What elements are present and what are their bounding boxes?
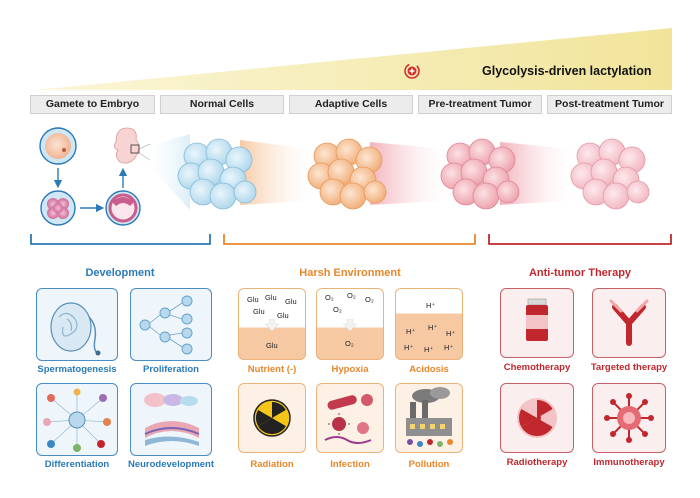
card-neurodevelopment	[130, 383, 212, 456]
card-proliferation	[130, 288, 212, 361]
immune-cell-icon	[604, 393, 654, 443]
stage-normal-cells: Normal Cells	[160, 95, 284, 114]
card-acidosis: H⁺ H⁺ H⁺ H⁺ H⁺ H⁺ H⁺	[395, 288, 463, 360]
proton: H⁺	[424, 345, 434, 354]
stem-cell-differentiation-icon	[43, 388, 111, 452]
embryo-development-illustration	[39, 127, 151, 226]
glu-molecule: Glu	[265, 293, 277, 302]
cell-division-icon	[139, 295, 193, 355]
stage-post-treatment-tumor: Post-treatment Tumor	[547, 95, 672, 114]
down-arrow-icon	[265, 319, 279, 331]
section-title-anti-tumor-therapy: Anti-tumor Therapy	[528, 267, 632, 279]
oxygen-molecule: O₂	[325, 293, 334, 302]
proton: H⁺	[404, 343, 414, 352]
label-nutrient: Nutrient (-)	[247, 364, 297, 375]
beam-pre-treatment	[370, 142, 455, 205]
antibody-icon	[609, 299, 649, 346]
label-differentiation: Differentiation	[44, 459, 110, 470]
card-differentiation	[36, 383, 118, 456]
radiotherapy-icon	[517, 398, 557, 438]
factory-icon	[406, 387, 453, 447]
bracket-harsh-environment	[223, 234, 476, 245]
card-radiotherapy	[500, 383, 574, 453]
cycle-plus-icon	[404, 63, 420, 79]
bracket-development	[30, 234, 211, 245]
down-arrow-icon	[343, 319, 357, 331]
proton: H⁺	[428, 323, 438, 332]
glu-molecule: Glu	[253, 307, 265, 316]
oxygen-molecule: O₂	[345, 339, 354, 348]
oxygen-molecule: O₂	[347, 291, 356, 300]
radiation-icon	[253, 399, 291, 437]
label-hypoxia: Hypoxia	[331, 364, 369, 375]
card-targeted-therapy	[592, 288, 666, 358]
stage-gamete-to-embryo: Gamete to Embryo	[30, 95, 155, 114]
label-spermatogenesis: Spermatogenesis	[37, 364, 117, 375]
proton: H⁺	[426, 301, 436, 310]
beam-normal	[140, 134, 190, 210]
oxygen-molecule: O₂	[365, 295, 374, 304]
proton: H⁺	[406, 327, 416, 336]
glycolysis-wedge	[35, 28, 672, 90]
cell-clusters	[140, 134, 650, 210]
morula	[40, 190, 76, 226]
card-spermatogenesis	[36, 288, 118, 361]
drug-vial-icon	[526, 298, 548, 341]
beam-adaptive	[240, 140, 320, 205]
card-nutrient: Glu Glu Glu Glu Glu Glu	[238, 288, 306, 360]
pathogen-icon	[324, 394, 373, 444]
card-chemotherapy	[500, 288, 574, 358]
neural-tube-icon	[144, 393, 200, 446]
oocyte	[39, 127, 77, 165]
label-neurodevelopment: Neurodevelopment	[127, 459, 215, 470]
label-acidosis: Acidosis	[409, 364, 449, 375]
proton: H⁺	[444, 343, 454, 352]
label-proliferation: Proliferation	[143, 364, 199, 375]
label-immunotherapy: Immunotherapy	[593, 457, 665, 468]
beam-post-treatment	[500, 142, 580, 205]
glu-molecule: Glu	[247, 295, 259, 304]
label-radiotherapy: Radiotherapy	[506, 457, 568, 468]
card-hypoxia: O₂ O₂ O₂ O₂ O₂	[316, 288, 384, 360]
glu-molecule: Glu	[277, 311, 289, 320]
stage-adaptive-cells: Adaptive Cells	[289, 95, 413, 114]
section-brackets	[30, 234, 672, 245]
blastocyst	[105, 190, 141, 226]
glu-molecule: Glu	[266, 341, 278, 350]
section-title-development: Development	[85, 267, 155, 279]
glu-molecule: Glu	[285, 297, 297, 306]
section-title-harsh-environment: Harsh Environment	[299, 267, 401, 279]
cluster-post-treatment-tumor	[570, 138, 650, 210]
banner-title: Glycolysis-driven lactylation	[482, 64, 652, 78]
card-infection	[316, 383, 384, 453]
label-radiation: Radiation	[250, 459, 294, 470]
label-pollution: Pollution	[408, 459, 450, 470]
testis-icon	[50, 302, 101, 356]
label-targeted-therapy: Targeted therapy	[590, 362, 668, 373]
card-immunotherapy	[592, 383, 666, 453]
oxygen-molecule: O₂	[333, 305, 342, 314]
card-pollution	[395, 383, 463, 453]
label-chemotherapy: Chemotherapy	[503, 362, 571, 373]
proton: H⁺	[446, 329, 456, 338]
bracket-anti-tumor-therapy	[488, 234, 672, 245]
card-radiation	[238, 383, 306, 453]
stage-pre-treatment-tumor: Pre-treatment Tumor	[418, 95, 542, 114]
label-infection: Infection	[330, 459, 370, 470]
